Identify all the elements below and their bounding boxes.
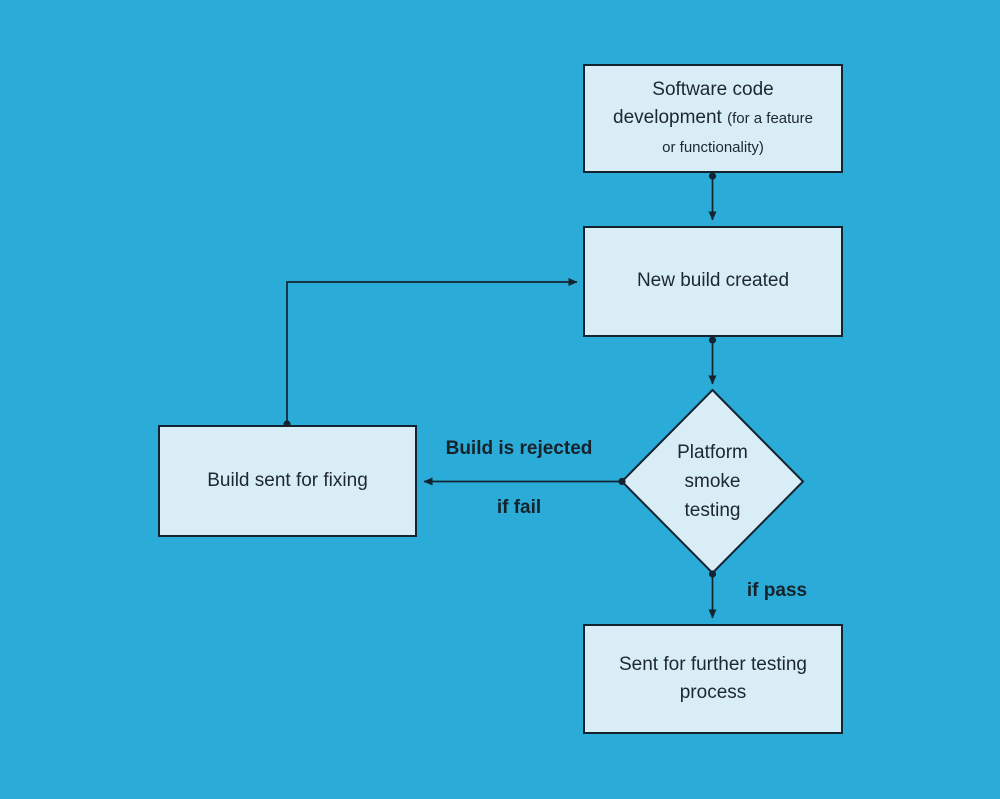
edge-origin-dot [708,172,717,180]
edge-buildfix-to-newbuild [286,278,578,424]
edge-label-if-pass: if pass [746,580,808,601]
node-subtitle: (for a feature or functionality) [662,110,813,156]
node-build-sent-for-fixing: Build sent for fixing [158,425,417,537]
node-label: Platform smoke testing [677,441,748,521]
node-platform-smoke-testing-label: Platform smoke testing [657,437,768,525]
node-label: Build sent for fixing [207,469,368,491]
node-new-build-created: New build created [583,226,843,337]
edge-origin-dot [618,477,626,486]
edge-origin-dot [708,570,717,578]
node-software-code-development: Software code development (for a feature… [583,64,843,173]
edge-label-build-is-rejected: Build is rejected [445,438,593,459]
edge-label-if-fail: if fail [496,497,542,518]
node-software-code-development-label: Software code development (for a feature… [613,76,813,162]
node-label: Sent for further testing process [619,653,807,704]
node-label: New build created [636,270,790,292]
node-title: Software code development [613,78,774,129]
edge-origin-dot [708,336,717,344]
node-sent-for-further-testing: Sent for further testing process [583,624,843,734]
